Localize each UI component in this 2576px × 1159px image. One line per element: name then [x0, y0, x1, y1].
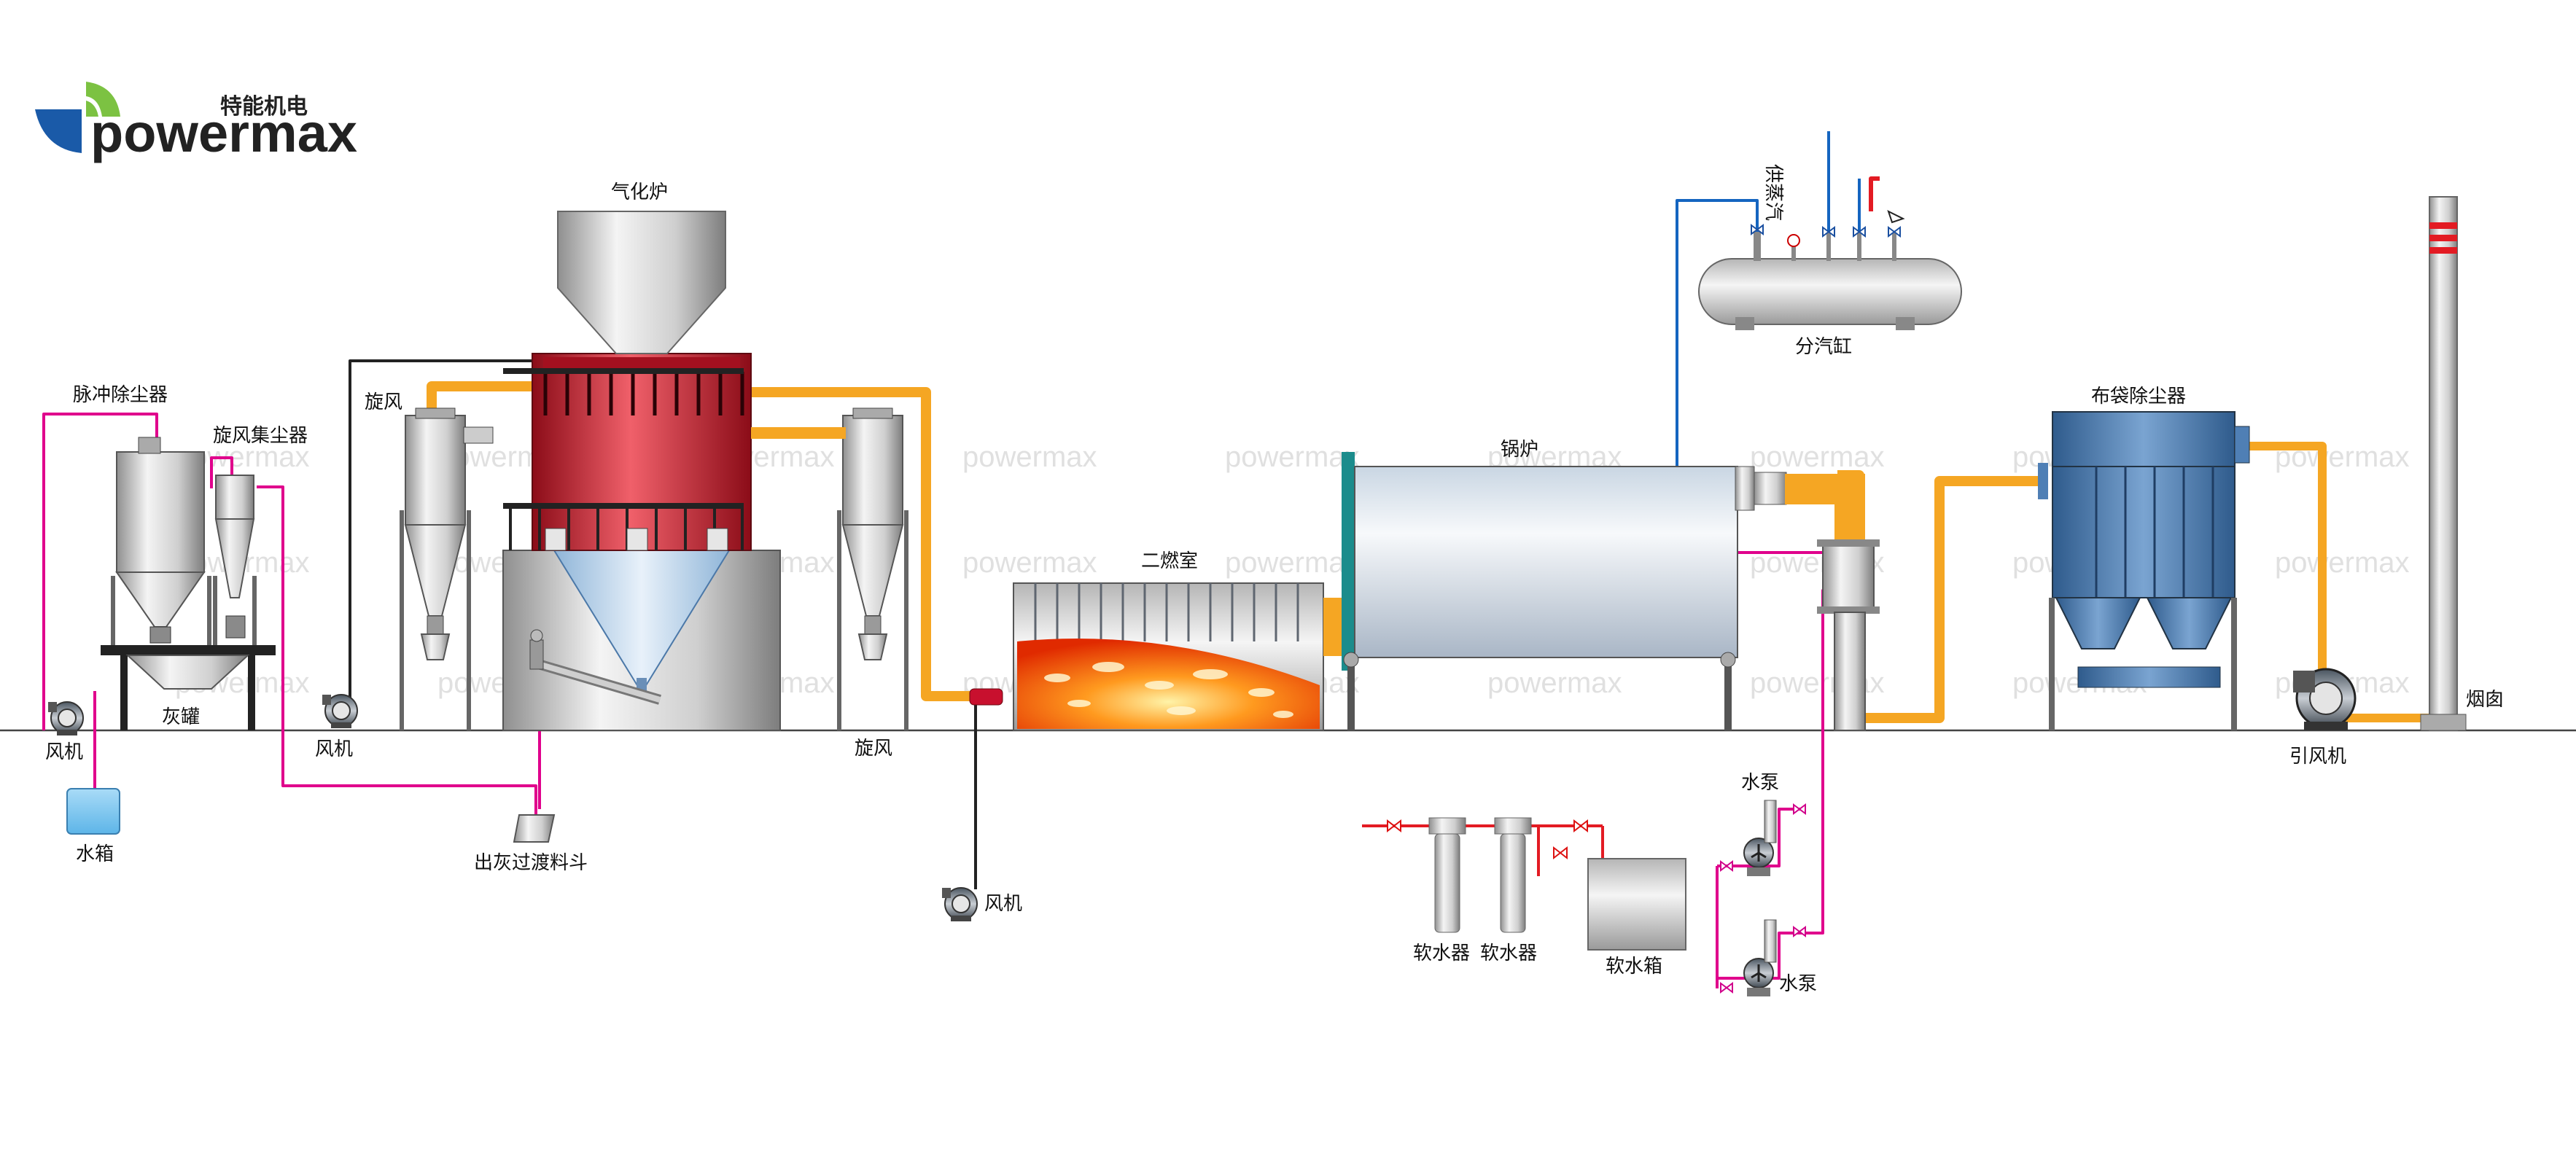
pipe-steam	[1676, 199, 1759, 467]
label-pulse-dust-collector: 脉冲除尘器	[73, 384, 168, 406]
label-fan-3: 风机	[984, 893, 1022, 915]
label-steam-supply: 供蒸汽	[1762, 164, 1784, 221]
label-water-pump-1: 水泵	[1741, 772, 1779, 794]
brand-name: powermax	[90, 103, 357, 163]
brand-cn-name: 特能机电	[220, 94, 308, 120]
label-cyclone-right: 旋风	[855, 738, 892, 760]
economizer	[1785, 474, 1880, 731]
cyclone-right	[751, 407, 908, 730]
label-water-pump-2: 水泵	[1779, 973, 1817, 995]
pulse-dust-collector	[111, 437, 211, 645]
gauge-icon	[1787, 234, 1800, 247]
fan-icon	[322, 694, 358, 729]
soft-water-tank	[1587, 858, 1686, 951]
valve-icon	[1720, 861, 1733, 871]
pipe-flue	[744, 387, 973, 701]
water-softeners	[1387, 817, 1588, 933]
label-softener-1: 软水器	[1413, 943, 1470, 964]
label-ash-tank: 灰罐	[162, 706, 200, 728]
label-soft-water-tank: 软水箱	[1606, 956, 1662, 977]
cyclone-left	[400, 407, 494, 730]
watermark: powermax	[1225, 441, 1360, 473]
pipe-red	[1869, 176, 1880, 211]
label-induced-fan: 引风机	[2289, 746, 2346, 768]
valve-icon	[1387, 820, 1401, 832]
chimney	[2420, 196, 2467, 731]
gasifier	[502, 211, 781, 731]
label-gasifier: 气化炉	[611, 182, 668, 203]
cyclone-dust-collector	[213, 475, 257, 645]
pipe-flue	[2249, 442, 2432, 722]
watermark: powermax	[962, 547, 1097, 579]
brand-logo: 特能机电 powermax	[35, 82, 357, 163]
label-steam-header: 分汽缸	[1795, 336, 1852, 358]
ash-tank	[101, 645, 276, 730]
label-softener-2: 软水器	[1480, 943, 1537, 964]
label-cyclone-left: 旋风	[365, 391, 402, 413]
watermark: powermax	[962, 441, 1097, 473]
label-ash-hopper: 出灰过渡料斗	[474, 852, 588, 874]
watermark: powermax	[2275, 547, 2410, 579]
pipe-magenta	[257, 485, 537, 815]
valve-icon	[1793, 926, 1806, 937]
label-boiler: 锅炉	[1501, 439, 1538, 461]
water-pumps	[1720, 800, 1806, 996]
label-fan-2: 风机	[315, 738, 353, 760]
water-tank	[66, 788, 120, 835]
boiler	[1342, 452, 1787, 730]
valve-icon	[1573, 820, 1588, 832]
label-secondary-chamber: 二燃室	[1141, 550, 1198, 572]
label-cyclone-dust-collector: 旋风集尘器	[213, 425, 308, 447]
watermark: powermax	[1225, 547, 1360, 579]
valve-icon	[1793, 804, 1806, 814]
fan-icon	[941, 887, 978, 922]
secondary-chamber	[969, 582, 1344, 731]
valve-icon	[1720, 983, 1733, 993]
bag-filter	[2038, 411, 2250, 730]
steam-header	[1698, 210, 1962, 330]
pipe-magenta	[210, 456, 233, 488]
label-bag-filter: 布袋除尘器	[2091, 386, 2186, 407]
valve-icon	[1553, 847, 1568, 859]
induced-fan	[2293, 668, 2357, 730]
watermark: powermax	[1750, 441, 1885, 473]
pipe-magenta	[42, 413, 158, 730]
ash-hopper	[513, 814, 556, 843]
pipe-magenta	[1717, 808, 1801, 867]
logo-mark-icon	[35, 109, 82, 153]
watermark: powermax	[1487, 667, 1622, 699]
label-fan-1: 风机	[45, 741, 83, 763]
label-chimney: 烟囱	[2466, 689, 2504, 711]
label-water-tank: 水箱	[76, 843, 114, 865]
